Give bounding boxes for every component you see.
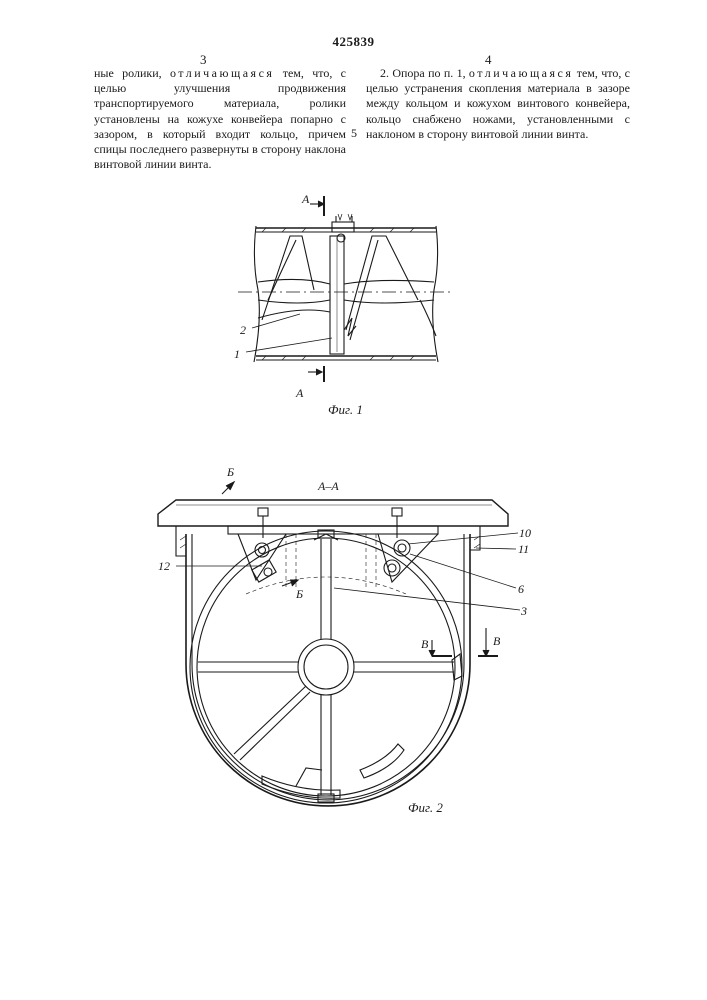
fig2-callout-11: 11 bbox=[518, 542, 529, 556]
fig2-view-label-v-left: В bbox=[421, 637, 429, 651]
fig2-callout-12: 12 bbox=[158, 559, 170, 573]
fig2-section-title: А–А bbox=[317, 479, 339, 493]
fig2-view-label-top: Б bbox=[226, 465, 234, 479]
fig2-callout-6: 6 bbox=[518, 582, 524, 596]
fig2-callout-10: 10 bbox=[519, 526, 531, 540]
fig2-view-label-bottom: Б bbox=[295, 587, 303, 601]
fig2-caption: Фиг. 2 bbox=[408, 800, 443, 815]
fig2-callout-3: 3 bbox=[520, 604, 527, 618]
fig2-view-label-v-right: В bbox=[493, 634, 501, 648]
